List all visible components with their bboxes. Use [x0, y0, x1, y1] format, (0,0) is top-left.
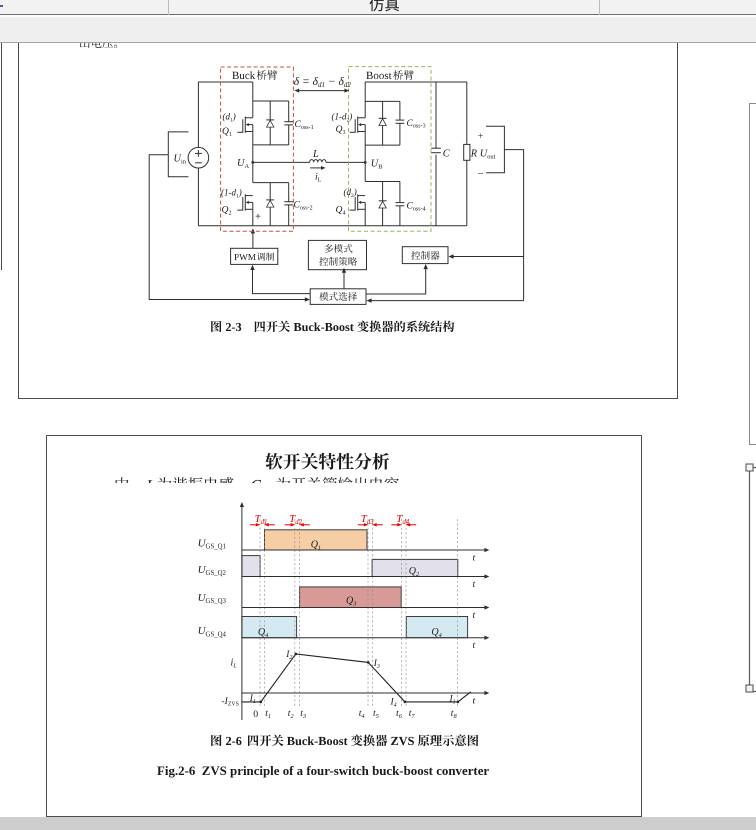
svg-text:0: 0	[253, 709, 258, 720]
svg-text:UGS_Q4: UGS_Q4	[198, 625, 227, 638]
svg-text:t1: t1	[265, 708, 271, 720]
svg-text:UGS_Q2: UGS_Q2	[198, 564, 227, 577]
svg-text:(1-d2​): (1-d2​)	[332, 112, 353, 124]
svg-text:I4: I4	[390, 698, 397, 709]
svg-text:(d1​): (d1​)	[223, 112, 236, 124]
svg-text:-IZVS: -IZVS	[222, 697, 239, 708]
svg-text:t: t	[473, 696, 476, 707]
svg-text:UB​: UB​	[371, 158, 383, 170]
svg-text:Q1​: Q1​	[222, 126, 232, 138]
svg-text:Td3: Td3	[361, 513, 374, 526]
svg-text:Q3: Q3	[346, 596, 356, 608]
svg-text:Coss-1​: Coss-1​	[295, 119, 314, 131]
svg-text:t5: t5	[373, 708, 379, 720]
svg-text:UGS_Q1: UGS_Q1	[198, 537, 226, 550]
svg-text:I2: I2	[285, 650, 292, 661]
svg-text:(1-d1​): (1-d1​)	[221, 188, 242, 200]
svg-text:Coss-2​: Coss-2​	[294, 200, 313, 212]
svg-text:Coss-4​: Coss-4​	[407, 201, 426, 213]
svg-text:Uin​: Uin​	[174, 153, 187, 165]
svg-text:Q1: Q1	[311, 540, 321, 552]
svg-text:t4: t4	[359, 708, 365, 720]
svg-text:t: t	[473, 640, 476, 651]
svg-text:t8: t8	[451, 708, 458, 720]
svg-text:UGS_Q3: UGS_Q3	[198, 592, 227, 605]
svg-text:−: −	[478, 168, 484, 180]
svg-text:+: +	[478, 131, 484, 142]
svg-text:Coss-3​: Coss-3​	[407, 118, 426, 130]
svg-text:iL: iL	[231, 658, 238, 670]
svg-text:Q4: Q4	[431, 627, 441, 639]
svg-text:δ = δd1 − δd2: δ = δd1 − δd2	[294, 76, 352, 89]
svg-text:t7: t7	[409, 708, 416, 720]
svg-text:Uout​: Uout​	[480, 149, 496, 161]
svg-text:I1: I1	[249, 694, 256, 705]
svg-text:I1: I1	[449, 695, 456, 706]
svg-text:t: t	[473, 553, 476, 564]
svg-text:Q2​: Q2​	[222, 205, 232, 217]
svg-text:Q4​: Q4​	[336, 205, 346, 217]
svg-text:R: R	[470, 149, 478, 160]
svg-text:t3: t3	[300, 708, 306, 720]
svg-text:t: t	[473, 610, 476, 621]
svg-text:(d2​): (d2​)	[344, 187, 357, 199]
svg-text:Q4: Q4	[258, 627, 268, 639]
svg-text:t: t	[473, 579, 476, 590]
svg-text:L: L	[312, 149, 319, 160]
svg-text:t2: t2	[288, 708, 295, 720]
svg-text:t6: t6	[396, 708, 403, 720]
svg-text:C: C	[443, 148, 450, 159]
svg-text:UA​: UA​	[237, 158, 249, 170]
svg-text:Q2: Q2	[409, 566, 420, 578]
svg-text:Q3​: Q3​	[336, 124, 346, 136]
svg-text:iL​: iL​	[315, 171, 322, 183]
svg-text:I3: I3	[373, 659, 380, 670]
